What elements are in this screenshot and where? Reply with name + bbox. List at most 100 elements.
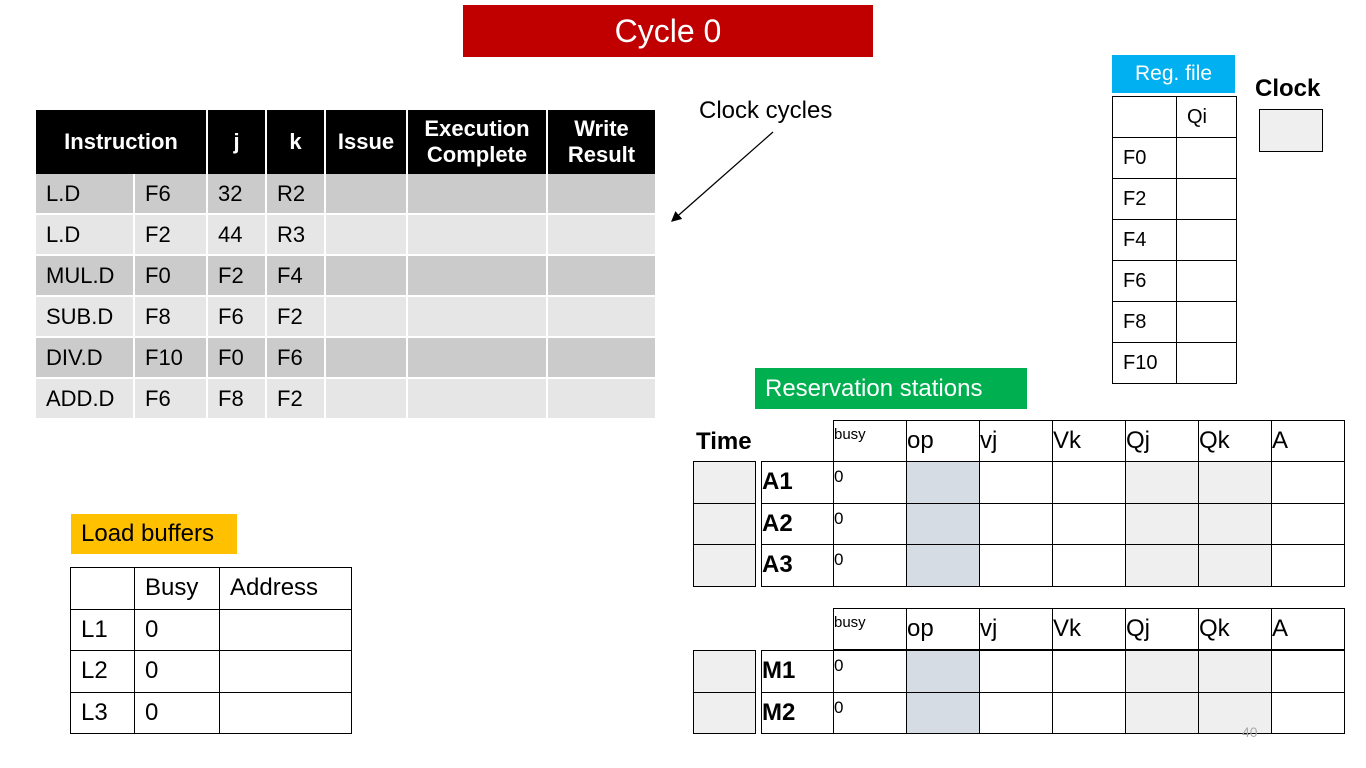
write-result-cell bbox=[548, 379, 655, 420]
instruction-dest: F10 bbox=[135, 338, 208, 379]
register-row: F0 bbox=[1112, 137, 1237, 179]
header-instruction: Instruction bbox=[36, 110, 208, 174]
instruction-k: R2 bbox=[267, 174, 326, 215]
reservation-stations-label: Reservation stations bbox=[755, 368, 1027, 409]
rs-vk bbox=[1052, 650, 1126, 693]
load-buffer-row: L3 0 bbox=[70, 691, 352, 734]
register-qi bbox=[1176, 178, 1237, 220]
load-buffer-address bbox=[219, 650, 352, 693]
rs-vk bbox=[1052, 502, 1126, 545]
register-row: F8 bbox=[1112, 301, 1237, 343]
rs-vj bbox=[979, 544, 1053, 587]
rs-a bbox=[1271, 650, 1345, 693]
exec-complete-cell bbox=[408, 174, 548, 215]
load-buffer-address bbox=[219, 608, 352, 651]
rs-header-row: busy op vj Vk Qj Qk A bbox=[833, 420, 1345, 462]
issue-cell bbox=[326, 379, 408, 420]
reg-file-label: Reg. file bbox=[1112, 55, 1235, 93]
rs-op bbox=[906, 650, 980, 693]
rs-row: A1 0 bbox=[761, 461, 1345, 504]
rs-op bbox=[906, 691, 980, 734]
rs-busy: 0 bbox=[833, 544, 907, 587]
rs-name: A2 bbox=[761, 502, 834, 545]
register-name: F8 bbox=[1112, 301, 1177, 343]
header-busy: busy bbox=[833, 608, 907, 650]
rs-qk bbox=[1198, 544, 1272, 587]
instruction-dest: F6 bbox=[135, 174, 208, 215]
load-buffers-label: Load buffers bbox=[71, 514, 237, 554]
load-buffer-name: L3 bbox=[70, 691, 135, 734]
exec-complete-cell bbox=[408, 256, 548, 297]
load-buffer-address bbox=[219, 691, 352, 734]
rs-a bbox=[1271, 461, 1345, 504]
rs-name: A1 bbox=[761, 461, 834, 504]
rs-busy: 0 bbox=[833, 650, 907, 693]
instruction-row: L.D F2 44 R3 bbox=[36, 215, 655, 256]
load-buffer-row: L2 0 bbox=[70, 650, 352, 693]
header-vj: vj bbox=[979, 420, 1053, 462]
rs-vj bbox=[979, 691, 1053, 734]
register-name: F4 bbox=[1112, 219, 1177, 261]
register-row: F2 bbox=[1112, 178, 1237, 220]
instruction-dest: F8 bbox=[135, 297, 208, 338]
header-address: Address bbox=[219, 567, 352, 610]
issue-cell bbox=[326, 256, 408, 297]
rs-vk bbox=[1052, 691, 1126, 734]
slide-title: Cycle 0 bbox=[463, 5, 873, 57]
arrow-icon bbox=[671, 131, 774, 222]
issue-cell bbox=[326, 338, 408, 379]
rs-qj bbox=[1125, 691, 1199, 734]
rs-row: A2 0 bbox=[761, 502, 1345, 545]
exec-complete-cell bbox=[408, 297, 548, 338]
load-buffer-name: L2 bbox=[70, 650, 135, 693]
header-vk: Vk bbox=[1052, 420, 1126, 462]
register-file-corner bbox=[1112, 96, 1177, 138]
load-buffers-table: Busy Address L1 0 L2 0 L3 0 bbox=[70, 567, 352, 734]
rs-qj bbox=[1125, 650, 1199, 693]
register-row: F6 bbox=[1112, 260, 1237, 302]
rs-name: M2 bbox=[761, 691, 834, 734]
register-file-table: Qi F0 F2 F4 F6 F8 F10 bbox=[1112, 96, 1237, 384]
multiplier-time-column bbox=[693, 650, 756, 734]
exec-complete-cell bbox=[408, 379, 548, 420]
instruction-row: DIV.D F10 F0 F6 bbox=[36, 338, 655, 379]
register-name: F2 bbox=[1112, 178, 1177, 220]
rs-row: M2 0 bbox=[761, 691, 1345, 734]
instruction-row: SUB.D F8 F6 F2 bbox=[36, 297, 655, 338]
rs-row: M1 0 bbox=[761, 650, 1345, 693]
time-cell bbox=[693, 691, 756, 734]
time-label: Time bbox=[696, 428, 752, 455]
instruction-dest: F0 bbox=[135, 256, 208, 297]
rs-qj bbox=[1125, 461, 1199, 504]
rs-name: A3 bbox=[761, 544, 834, 587]
header-qk: Qk bbox=[1198, 608, 1272, 650]
rs-a bbox=[1271, 502, 1345, 545]
register-row: F10 bbox=[1112, 342, 1237, 384]
adder-rs-header: busy op vj Vk Qj Qk A bbox=[833, 420, 1345, 462]
instruction-op: DIV.D bbox=[36, 338, 135, 379]
load-buffers-corner bbox=[70, 567, 135, 610]
adder-rs-table: A1 0 A2 0 A3 0 bbox=[761, 461, 1345, 587]
multiplier-rs-table: M1 0 M2 0 bbox=[761, 650, 1345, 734]
register-qi bbox=[1176, 219, 1237, 261]
load-buffers-header: Busy Address bbox=[70, 567, 352, 610]
rs-vj bbox=[979, 650, 1053, 693]
rs-name: M1 bbox=[761, 650, 834, 693]
load-buffer-busy: 0 bbox=[134, 608, 220, 651]
instruction-row: MUL.D F0 F2 F4 bbox=[36, 256, 655, 297]
instruction-op: L.D bbox=[36, 174, 135, 215]
rs-busy: 0 bbox=[833, 461, 907, 504]
instruction-op: L.D bbox=[36, 215, 135, 256]
instruction-dest: F2 bbox=[135, 215, 208, 256]
rs-a bbox=[1271, 691, 1345, 734]
header-k: k bbox=[267, 110, 326, 174]
instruction-k: F2 bbox=[267, 297, 326, 338]
instruction-op: MUL.D bbox=[36, 256, 135, 297]
instruction-k: F6 bbox=[267, 338, 326, 379]
instruction-j: F0 bbox=[208, 338, 267, 379]
instruction-j: 44 bbox=[208, 215, 267, 256]
header-vj: vj bbox=[979, 608, 1053, 650]
multiplier-rs-header: busy op vj Vk Qj Qk A bbox=[833, 608, 1345, 650]
register-qi bbox=[1176, 301, 1237, 343]
rs-a bbox=[1271, 544, 1345, 587]
